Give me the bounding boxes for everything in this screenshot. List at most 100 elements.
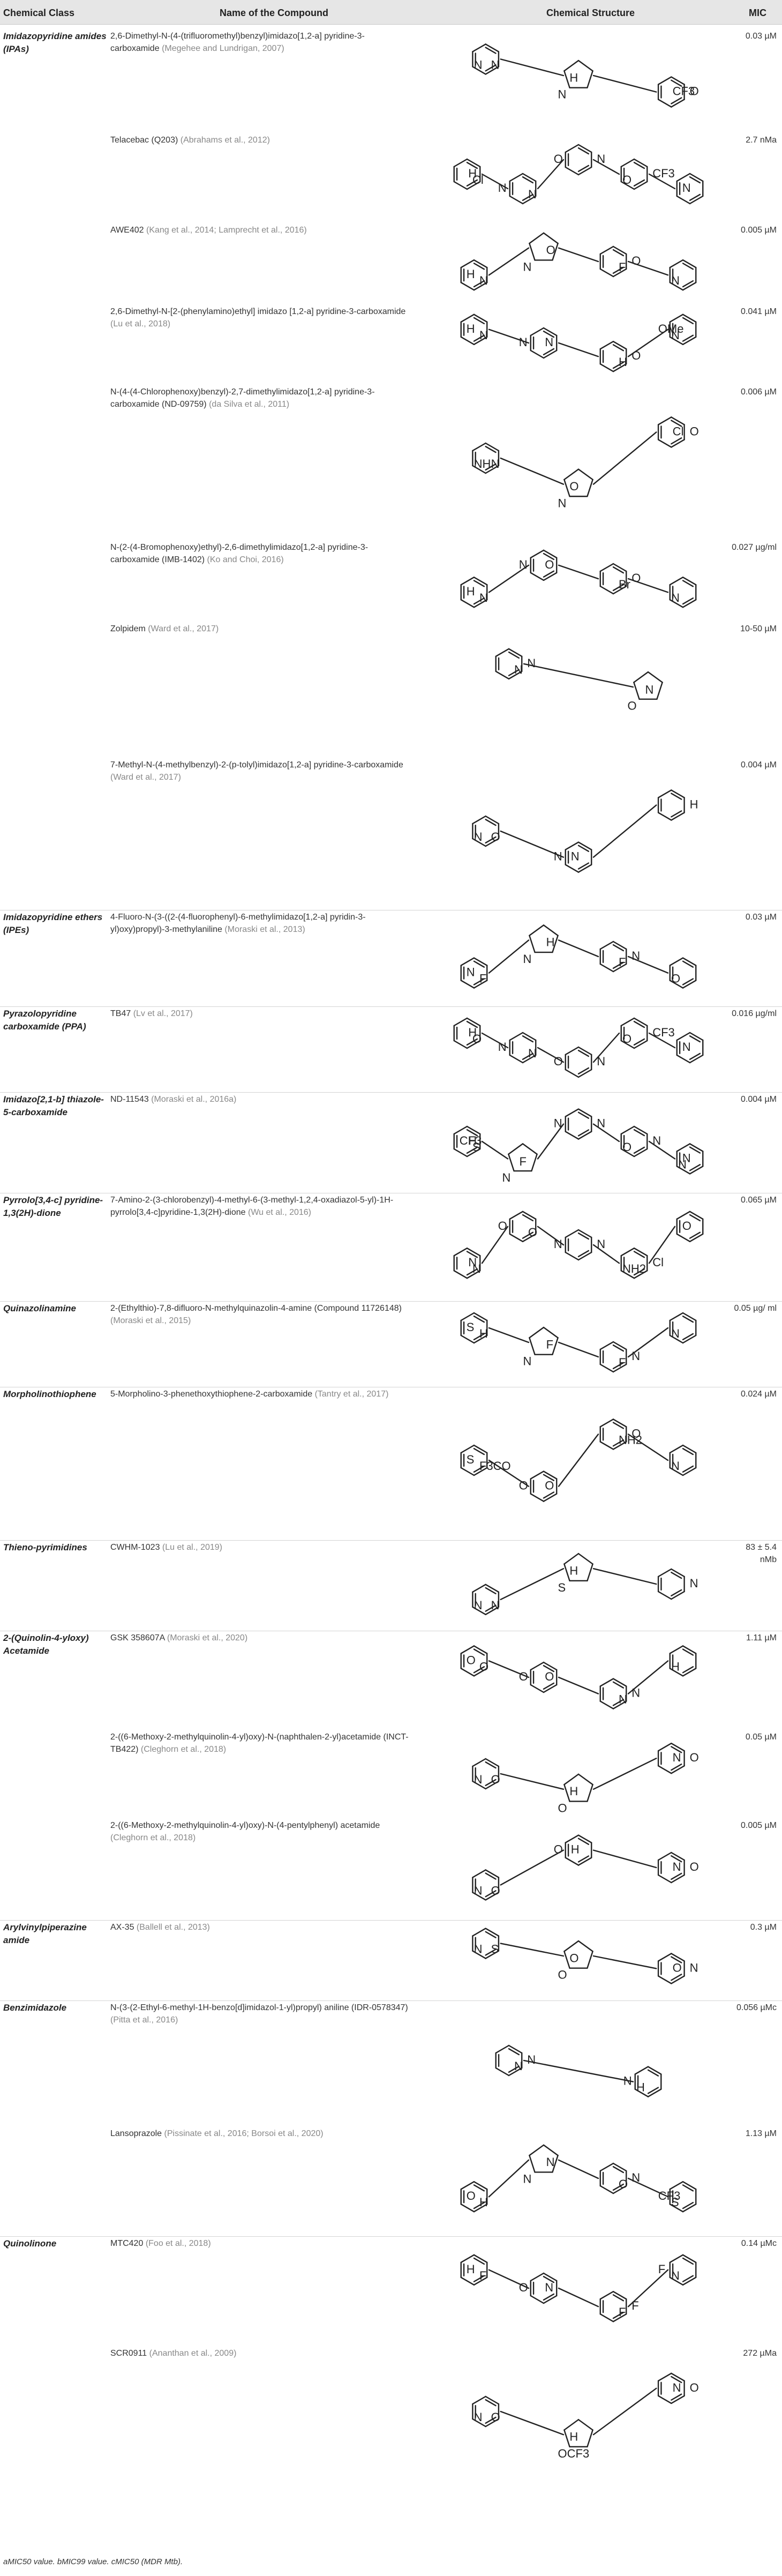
bond-line: [669, 259, 684, 268]
bond-line: [522, 1233, 537, 1243]
atom-label: O: [622, 1032, 631, 1046]
bond-line: [592, 1568, 657, 1585]
bond-line: [627, 2177, 669, 2198]
atom-label: N: [491, 58, 500, 71]
atom-label: O: [671, 972, 680, 985]
bond-line: [612, 585, 627, 595]
bond-line: [485, 64, 497, 72]
bond-line: [657, 99, 672, 108]
bond-line: [563, 1783, 570, 1802]
atom-label: N: [514, 663, 523, 676]
bond-line: [648, 1032, 676, 1049]
bond-line: [634, 2088, 649, 2097]
bond-line: [577, 1553, 593, 1565]
bond-line: [563, 479, 570, 497]
bond-line: [565, 144, 580, 153]
bond-line: [577, 59, 593, 72]
compound-name: ND-11543: [110, 1095, 149, 1104]
bond-line: [485, 2418, 500, 2428]
chemical-class-cell: Pyrazolopyridine carboxamide (PPA): [3, 1009, 86, 1032]
bond-line: [543, 1474, 555, 1481]
bond-line: [529, 1326, 545, 1339]
bond-line: [508, 1153, 515, 1172]
atom-label: O: [619, 2177, 628, 2191]
bond-line: [543, 552, 555, 561]
bond-line: [671, 789, 685, 798]
bond-line: [460, 599, 475, 608]
atom-label: H: [468, 1026, 477, 1039]
bond-line: [577, 845, 590, 852]
bond-line: [485, 43, 500, 53]
bond-line: [543, 549, 558, 558]
bond-line: [472, 465, 486, 474]
atom-label: Cl: [472, 173, 484, 186]
bond-line: [473, 1465, 485, 1473]
bond-line: [689, 1231, 701, 1239]
bond-line: [599, 1363, 614, 1373]
atom-label: O: [690, 424, 699, 438]
bond-line: [466, 1270, 481, 1279]
bond-line: [620, 1040, 635, 1049]
compound-reference: (Foo et al., 2018): [145, 2239, 211, 2248]
atom-label: N: [558, 88, 567, 101]
bond-line: [671, 1743, 685, 1752]
bond-line: [485, 1869, 500, 1878]
atom-label: N: [682, 1040, 691, 1054]
chemical-class-cell: 2-(Quinolin-4-yloxy) Acetamide: [3, 1633, 89, 1656]
atom-label: O: [528, 1226, 537, 1239]
atom-label: H: [467, 2263, 475, 2276]
bond-line: [472, 1950, 486, 1959]
bond-line: [676, 1233, 691, 1243]
bond-line: [612, 249, 625, 257]
bond-line: [473, 597, 485, 605]
atom-label: N: [502, 1171, 511, 1184]
atom-label: H: [569, 71, 578, 84]
atom-label: N: [671, 328, 680, 342]
atom-label: N: [671, 2269, 680, 2282]
atom-label: N: [519, 335, 528, 349]
bond-line: [682, 2184, 694, 2192]
bond-line: [485, 47, 497, 54]
bond-line: [682, 978, 694, 985]
bond-line: [671, 1591, 685, 1600]
bond-line: [577, 1229, 592, 1238]
atom-label: N: [597, 1117, 605, 1130]
mic-value: 10-50 µM: [740, 624, 777, 633]
bond-line: [577, 864, 592, 873]
bond-line: [522, 1054, 537, 1064]
bond-line: [612, 1439, 625, 1447]
bond-line: [530, 2295, 545, 2304]
bond-line: [657, 1591, 672, 1600]
compound-name: N-(3-(2-Ethyl-6-methyl-1H-benzo[d]imidaz…: [110, 2003, 408, 2012]
bond-line: [522, 193, 534, 201]
atom-label: N: [528, 188, 537, 201]
bond-line: [531, 1153, 538, 1172]
bond-line: [558, 247, 599, 263]
compound-reference: (Kang et al., 2014; Lamprecht et al., 20…: [146, 226, 307, 235]
bond-line: [689, 1214, 701, 1222]
bond-line: [682, 2203, 697, 2213]
bond-line: [565, 841, 580, 850]
bond-line: [577, 165, 590, 173]
bond-line: [577, 468, 593, 481]
atom-label: H: [569, 2430, 578, 2444]
bond-line: [599, 1418, 614, 1428]
compound-name-cell: SCR0911 (Ananthan et al., 2009): [110, 2347, 410, 2360]
atom-label: O: [631, 349, 641, 362]
bond-line: [586, 2429, 593, 2448]
bond-line: [522, 1214, 534, 1222]
bond-line: [485, 66, 500, 75]
bond-line: [648, 173, 676, 190]
bond-line: [473, 1312, 488, 1321]
mic-value: 2.7 nMa: [746, 136, 777, 145]
bond-line: [558, 1676, 599, 1694]
bond-line: [669, 2203, 684, 2213]
bond-line: [522, 1035, 534, 1043]
mic-value: 1.13 µM: [745, 2129, 777, 2138]
bond-line: [627, 955, 669, 974]
bond-line: [565, 1857, 580, 1866]
atom-label: O: [472, 1032, 482, 1046]
